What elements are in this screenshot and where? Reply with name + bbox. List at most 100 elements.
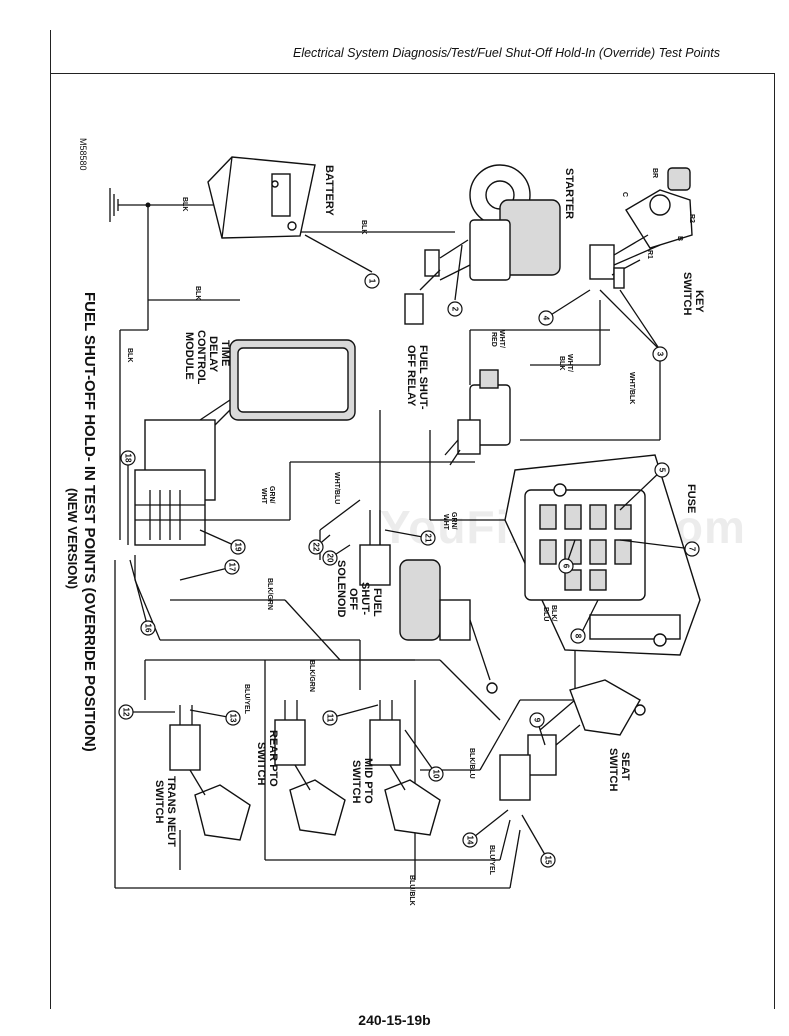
- test-point-21: 21: [420, 530, 436, 546]
- test-point-18: 18: [120, 450, 136, 466]
- ground-symbol: [109, 188, 151, 222]
- wire-label-blk-mid: BLK: [194, 286, 201, 300]
- time-delay-label-2: DELAY: [207, 336, 219, 373]
- mid-pto-label-2: SWITCH: [350, 760, 362, 803]
- test-point-16: 16: [140, 620, 156, 636]
- wire-label-grn-wht-b1: GRN/: [450, 512, 457, 530]
- test-point-15: 15: [540, 852, 556, 868]
- wire-label-blu-yel-a: BLU/YEL: [243, 684, 250, 715]
- test-point-number: 22: [312, 543, 321, 552]
- test-point-circle: [140, 620, 156, 636]
- test-point-number: 21: [424, 534, 433, 543]
- test-point-circle: [540, 852, 556, 868]
- solenoid-label-3: OFF: [347, 588, 359, 610]
- wire-label-blk-left: BLK: [126, 348, 133, 362]
- test-point-9: 9: [529, 712, 545, 728]
- fuse-label: FUSE: [685, 484, 697, 513]
- fuel-relay-label-1: FUEL SHUT-: [417, 345, 429, 410]
- frame-left-border: [50, 74, 51, 1009]
- test-point-11: 11: [322, 710, 338, 726]
- test-point-number: 15: [544, 856, 553, 865]
- mid-pto-switch: [369, 700, 441, 836]
- test-point-number: 8: [574, 634, 583, 639]
- test-point-2: 2: [447, 301, 463, 317]
- test-point-7: 7: [684, 541, 700, 557]
- test-point-number: 11: [326, 714, 335, 723]
- test-point-circle: [364, 273, 380, 289]
- wire-label-wht-red-2: RED: [490, 332, 497, 347]
- test-point-number: 6: [562, 564, 571, 569]
- test-point-circle: [652, 346, 668, 362]
- fuse-block: [504, 454, 701, 656]
- rear-pto-label-1: REAR PTO: [267, 730, 279, 787]
- test-point-circle: [225, 710, 241, 726]
- figure-title: FUEL SHUT-OFF HOLD- IN TEST POINTS (OVER…: [81, 292, 98, 752]
- test-point-number: 10: [432, 770, 441, 779]
- seat-switch-label-1: SEAT: [619, 752, 631, 781]
- test-point-number: 4: [542, 316, 551, 321]
- wire-label-wht-blu: WHT/BLU: [333, 472, 340, 504]
- test-point-number: 16: [144, 624, 153, 633]
- test-point-number: 13: [229, 714, 238, 723]
- terminal-br: BR: [651, 168, 658, 178]
- battery-label: BATTERY: [323, 165, 335, 216]
- solenoid-label-2: SHUT-: [359, 582, 371, 615]
- test-point-number: 18: [124, 454, 133, 463]
- wire-label-blk-starter: BLK: [360, 220, 367, 234]
- test-point-circle: [558, 558, 574, 574]
- frame-right-border: [774, 74, 775, 1009]
- test-point-4: 4: [538, 310, 554, 326]
- seat-switch-label-2: SWITCH: [607, 748, 619, 791]
- wire-label-blk-blu-a2: BLU: [542, 607, 549, 621]
- wire-label-grn-wht-2: WHT: [260, 488, 267, 505]
- terminal-b: B: [676, 236, 683, 241]
- time-delay-label-3: CONTROL: [195, 330, 207, 385]
- terminal-r2: R2: [688, 214, 695, 223]
- key-switch-label-2: SWITCH: [681, 272, 693, 315]
- callout-leaders: [126, 234, 693, 861]
- key-switch: [589, 167, 693, 289]
- test-point-number: 1: [368, 279, 377, 284]
- test-point-number: 7: [688, 547, 697, 552]
- test-point-22: 22: [308, 539, 324, 555]
- key-switch-label-1: KEY: [693, 290, 705, 313]
- wire-label-blu-yel-b: BLU/YEL: [488, 845, 495, 876]
- terminal-c: C: [621, 192, 628, 197]
- test-point-circle: [118, 704, 134, 720]
- wire-label-grn-wht-1: GRN/: [268, 486, 275, 504]
- test-point-number: 12: [122, 708, 131, 717]
- wire-label-blk-battery: BLK: [181, 197, 188, 211]
- test-point-circle: [308, 539, 324, 555]
- test-point-circle: [224, 559, 240, 575]
- mid-pto-label-1: MID PTO: [362, 758, 374, 804]
- test-point-20: 20: [322, 550, 338, 566]
- test-point-number: 2: [451, 307, 460, 312]
- wire-label-wht-blk-a2: BLK: [558, 356, 565, 370]
- test-point-number: 5: [658, 468, 667, 473]
- test-point-10: 10: [428, 766, 444, 782]
- test-point-8: 8: [570, 628, 586, 644]
- fuel-relay-label-2: OFF RELAY: [405, 345, 417, 407]
- wire-label-blk-blu-a1: BLK/: [550, 605, 557, 621]
- test-point-number: 17: [228, 563, 237, 572]
- figure-subtitle: (NEW VERSION): [65, 488, 80, 589]
- test-point-number: 19: [234, 543, 243, 552]
- test-point-circle: [322, 710, 338, 726]
- test-point-19: 19: [230, 539, 246, 555]
- trans-neut-label-2: SWITCH: [153, 780, 165, 823]
- fuel-shutoff-relay: [444, 369, 511, 466]
- wire-label-blu-blk: BLU/BLK: [408, 875, 415, 906]
- test-point-number: 14: [466, 836, 475, 845]
- test-point-circle: [684, 541, 700, 557]
- test-point-circle: [322, 550, 338, 566]
- test-point-circle: [420, 530, 436, 546]
- rear-pto-label-2: SWITCH: [255, 742, 267, 785]
- trans-neutral-switch: [169, 705, 251, 841]
- wire-label-blk-grn-a: BLK/GRN: [266, 578, 273, 610]
- test-point-circle: [462, 832, 478, 848]
- test-point-13: 13: [225, 710, 241, 726]
- test-point-number: 3: [656, 352, 665, 357]
- solenoid-label-4: SOLENOID: [335, 560, 347, 618]
